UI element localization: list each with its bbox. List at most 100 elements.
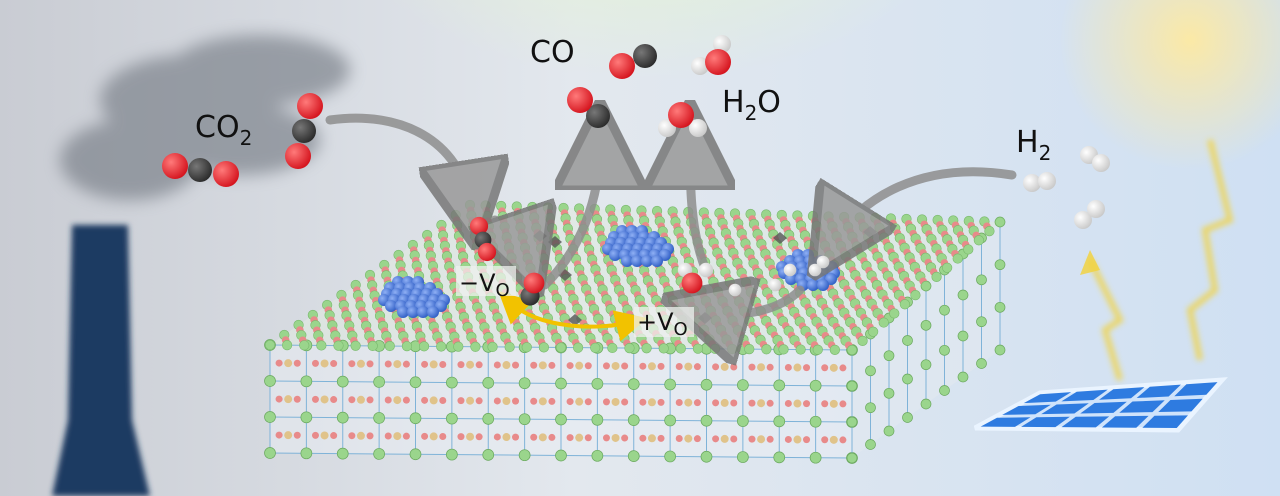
lattice-atom [264, 375, 276, 387]
lattice-atom [627, 414, 640, 426]
lattice-atom [994, 301, 1006, 313]
lattice-atom [373, 448, 385, 460]
surface-atom [299, 340, 310, 351]
lattice-atom [920, 319, 932, 331]
lattice-atom [555, 377, 567, 390]
surface-atom [931, 271, 942, 282]
cluster-atom [407, 306, 419, 318]
surface-atom [316, 340, 327, 351]
label-co: CO [530, 35, 575, 70]
cluster-atom [785, 273, 797, 285]
lattice-atom [902, 412, 913, 423]
surface-atom [952, 253, 963, 264]
lattice-atom [264, 447, 276, 459]
solar-cell [1002, 404, 1051, 415]
lattice-atom [976, 316, 987, 328]
surface-atom [521, 342, 532, 353]
surface-atom [624, 342, 635, 354]
surface-atom [555, 342, 567, 353]
surface-atom [899, 299, 910, 310]
hydrogen-atom [1074, 211, 1092, 229]
carbon-atom [188, 158, 212, 182]
surface-atom [812, 344, 823, 355]
surface-atom [573, 342, 584, 353]
lattice-atom [446, 412, 458, 425]
cluster-atom [641, 255, 653, 267]
surface-atom [878, 317, 889, 328]
solar-panel [973, 377, 1228, 433]
lattice-atom [994, 259, 1006, 271]
surface-atom [778, 344, 789, 355]
lattice-atom [482, 449, 495, 461]
lattice-atom [336, 447, 349, 460]
lattice-atom [591, 413, 604, 426]
hydrogen-atom [808, 263, 822, 277]
cluster-atom [621, 255, 633, 267]
oxygen-atom [609, 53, 635, 79]
lattice-atom [883, 387, 895, 399]
lattice-atom [846, 380, 858, 392]
oxygen-atom [162, 153, 188, 179]
surface-atom [264, 339, 276, 351]
lattice-atom [737, 379, 749, 391]
lattice-atom [555, 449, 567, 462]
surface-atom [538, 342, 549, 353]
label-h2o: H2O [722, 85, 781, 125]
surface-atom [857, 335, 868, 346]
hydrogen-atom [1092, 154, 1110, 172]
surface-atom [795, 344, 806, 355]
smoke [60, 35, 350, 200]
lattice-atom [446, 448, 458, 461]
lattice-atom [627, 378, 640, 390]
lattice-atom [809, 379, 822, 392]
surface-atom [418, 341, 430, 352]
lattice-atom [264, 411, 276, 423]
cluster-atom [417, 306, 429, 318]
lattice-atom [700, 378, 713, 391]
lattice-atom [957, 289, 969, 301]
surface-atom [487, 341, 498, 353]
carbon-atom [586, 104, 610, 128]
solar-cell [1061, 389, 1108, 402]
surface-atom [744, 344, 755, 355]
lattice-atom [976, 274, 987, 286]
lattice-atom [300, 447, 313, 460]
lattice-atom [373, 376, 385, 388]
surface-atom [920, 280, 932, 292]
molecules [162, 35, 1110, 306]
lattice-atom [518, 449, 531, 462]
lattice-atom [482, 413, 495, 425]
lattice-atom [664, 450, 676, 463]
oxygen-atom [681, 272, 703, 294]
lattice-atom [902, 373, 913, 385]
surface-atom [641, 343, 652, 354]
lattice-atom [920, 398, 932, 410]
cluster-atom [631, 255, 643, 267]
lattice-atom [957, 330, 969, 342]
oxygen-atom [297, 93, 323, 119]
solar-cell [1099, 387, 1145, 400]
solar-cell [1023, 392, 1072, 404]
lattice-atom [773, 379, 786, 392]
lattice-atom [664, 378, 676, 391]
hydrogen-atom [816, 255, 830, 269]
lattice-atom [865, 365, 876, 377]
vacancy-mark [773, 232, 787, 244]
lattice-atom [809, 451, 822, 464]
lattice-atom [773, 451, 786, 464]
label-co2: CO2 [195, 110, 252, 150]
surface-atom [504, 341, 515, 353]
lattice-atom [700, 414, 713, 427]
oxygen-atom [705, 49, 731, 75]
solar-cell [980, 417, 1031, 427]
lattice-atom [555, 413, 567, 426]
reaction-arrows [325, 118, 1017, 314]
lattice-atom [627, 450, 640, 462]
surface-atom [675, 343, 686, 354]
solar-cell [1041, 403, 1089, 415]
lightning-icon [1087, 139, 1234, 381]
oxygen-atom [213, 161, 239, 187]
lattice-atom [737, 451, 749, 463]
lattice-atom [446, 376, 458, 389]
